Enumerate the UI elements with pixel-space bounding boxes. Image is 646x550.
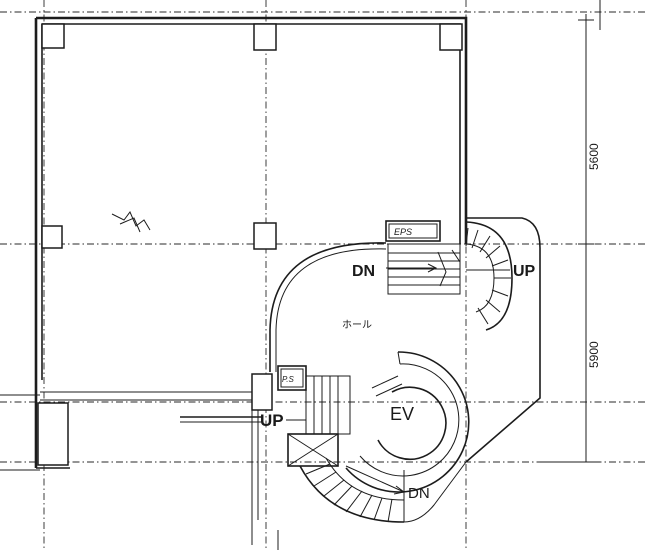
label-eps: EPS bbox=[394, 227, 412, 237]
right-spiral-stair bbox=[465, 221, 513, 331]
dimension-upper: 5600 bbox=[587, 143, 601, 170]
sketch-mark bbox=[111, 211, 151, 233]
hall-walls bbox=[269, 217, 541, 523]
upper-stair bbox=[387, 243, 461, 295]
elevator-core bbox=[345, 351, 470, 493]
label-ev: EV bbox=[390, 404, 414, 424]
label-dn-lower: DN bbox=[408, 485, 430, 502]
lower-left-stair bbox=[287, 375, 351, 467]
label-hall: ホール bbox=[342, 319, 372, 331]
label-dn-upper: DN bbox=[352, 263, 375, 280]
label-ps: P.S bbox=[282, 375, 295, 384]
columns bbox=[37, 23, 463, 466]
dimension-lower: 5900 bbox=[587, 341, 601, 368]
direction-arrows bbox=[286, 263, 510, 495]
eps-shaft bbox=[385, 220, 441, 242]
exterior-walls bbox=[0, 16, 468, 550]
lower-spiral-stair bbox=[299, 457, 405, 523]
label-up-lower: UP bbox=[260, 411, 284, 430]
label-up-right: UP bbox=[513, 263, 536, 280]
dimension-line bbox=[540, 0, 601, 463]
